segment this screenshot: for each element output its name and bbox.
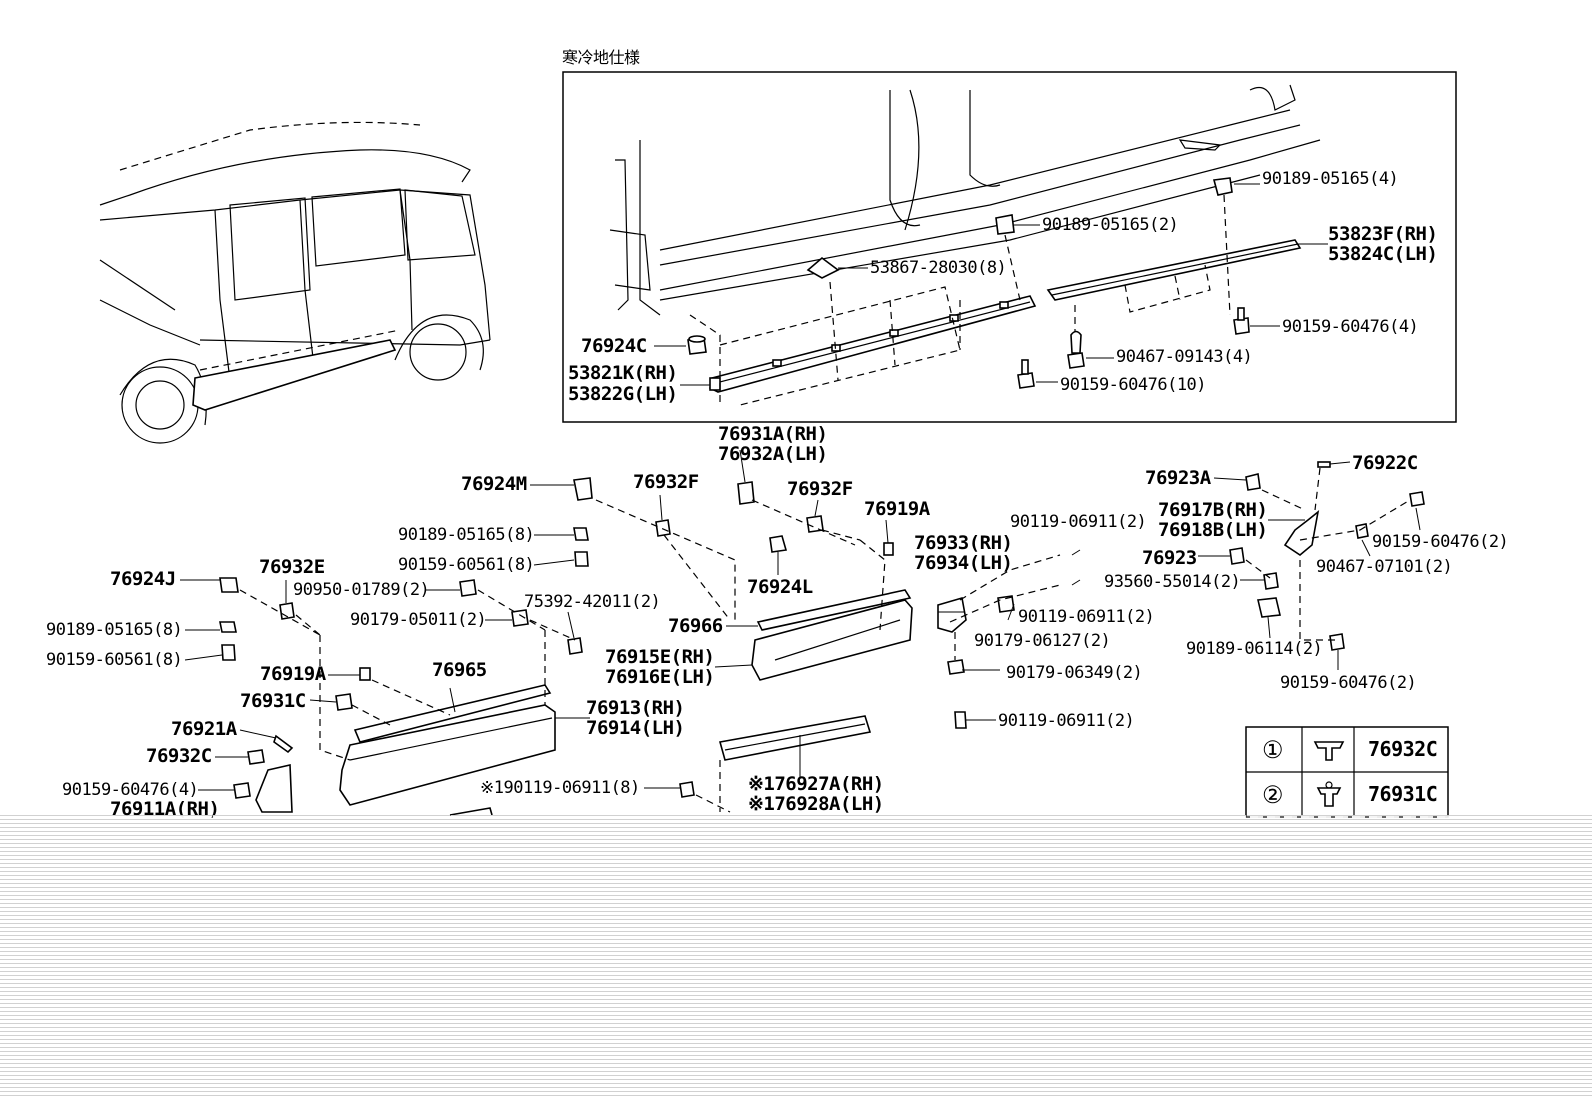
label-m24: 76914(LH)	[586, 717, 684, 739]
legend-symbol-2: ②	[1262, 781, 1284, 809]
label-m9: 76924L	[747, 576, 813, 598]
label-m44: 90159-60476(2)	[1372, 532, 1508, 552]
label-m37: 90179-06349(2)	[1006, 663, 1142, 683]
label-m17: 76966	[668, 615, 723, 637]
label-m3: 76924M	[461, 473, 527, 495]
label-m36: 90179-06127(2)	[974, 631, 1110, 651]
label-m2: 76932A(LH)	[718, 443, 827, 465]
label-m13: 90179-05011(2)	[350, 610, 486, 630]
label-m26: 76932C	[146, 745, 212, 767]
scan-noise-region	[0, 815, 1592, 1099]
label-m46: 90467-07101(2)	[1316, 557, 1452, 577]
label-m25: 76921A	[171, 718, 238, 740]
label-m41: 76917B(RH)	[1158, 499, 1267, 521]
label-m4: 76932F	[633, 471, 699, 493]
label-m7: 90189-05165(8)	[398, 525, 534, 545]
label-i11: 90159-60476(10)	[1060, 375, 1206, 395]
label-m39: 76923A	[1145, 467, 1212, 489]
label-m28: 76911A(RH)	[110, 798, 219, 820]
label-m6: 76919A	[864, 498, 931, 520]
clip-2-icon	[1316, 787, 1342, 807]
label-m19: 76916E(LH)	[605, 666, 714, 688]
label-m45: 93560-55014(2)	[1104, 572, 1240, 592]
label-m33: 76934(LH)	[914, 552, 1012, 574]
label-m23: 76913(RH)	[586, 697, 684, 719]
label-m10: 76924J	[110, 568, 176, 590]
label-m18: 76915E(RH)	[605, 646, 714, 668]
label-m35: 90119-06911(2)	[1018, 607, 1154, 627]
part-labels: 寒冷地仕様 90189-05165(4) 90189-05165(2) 5382…	[46, 48, 1509, 820]
label-m32: 76933(RH)	[914, 532, 1012, 554]
cold-region-inset	[562, 71, 1457, 423]
label-m29: ※190119-06911(8)	[480, 778, 640, 798]
legend-symbol-1: ①	[1262, 736, 1284, 764]
label-m48: 90159-60476(2)	[1280, 673, 1416, 693]
label-m34: 90119-06911(2)	[1010, 512, 1146, 532]
label-i1: 90189-05165(4)	[1262, 169, 1398, 189]
label-m12: 90950-01789(2)	[293, 580, 429, 600]
legend-part-1: 76932C	[1368, 737, 1437, 761]
label-i3: 53823F(RH)	[1328, 223, 1437, 245]
inset-title: 寒冷地仕様	[562, 48, 640, 67]
label-i8: 90467-09143(4)	[1116, 347, 1252, 367]
label-m40: 76922C	[1352, 452, 1418, 474]
label-i9: 53821K(RH)	[568, 362, 677, 384]
label-m31: ※176928A(LH)	[748, 793, 884, 815]
label-i7: 76924C	[581, 335, 647, 357]
label-i5: 53867-28030(8)	[870, 258, 1006, 278]
label-m22: 76931C	[240, 690, 306, 712]
label-m8: 90159-60561(8)	[398, 555, 534, 575]
label-m20: 76919A	[260, 663, 327, 685]
label-i6: 90159-60476(4)	[1282, 317, 1418, 337]
label-m5: 76932F	[787, 478, 853, 500]
clip-1-icon	[1313, 741, 1345, 761]
legend-part-2: 76931C	[1368, 782, 1437, 806]
label-m30: ※176927A(RH)	[748, 773, 884, 795]
label-m11: 76932E	[259, 556, 325, 578]
label-m16: 90159-60561(8)	[46, 650, 182, 670]
label-m1: 76931A(RH)	[718, 423, 827, 445]
label-i4: 53824C(LH)	[1328, 243, 1437, 265]
label-m47: 90189-06114(2)	[1186, 639, 1322, 659]
label-m42: 76918B(LH)	[1158, 519, 1267, 541]
label-m14: 75392-42011(2)	[524, 592, 660, 612]
label-i2: 90189-05165(2)	[1042, 215, 1178, 235]
label-i10: 53822G(LH)	[568, 383, 677, 405]
label-m15: 90189-05165(8)	[46, 620, 182, 640]
label-m43: 76923	[1142, 547, 1197, 569]
label-m27: 90159-60476(4)	[62, 780, 198, 800]
vehicle-outline	[99, 121, 491, 444]
label-m21: 76965	[432, 659, 487, 681]
main-parts	[180, 449, 1425, 816]
label-m38: 90119-06911(2)	[998, 711, 1134, 731]
